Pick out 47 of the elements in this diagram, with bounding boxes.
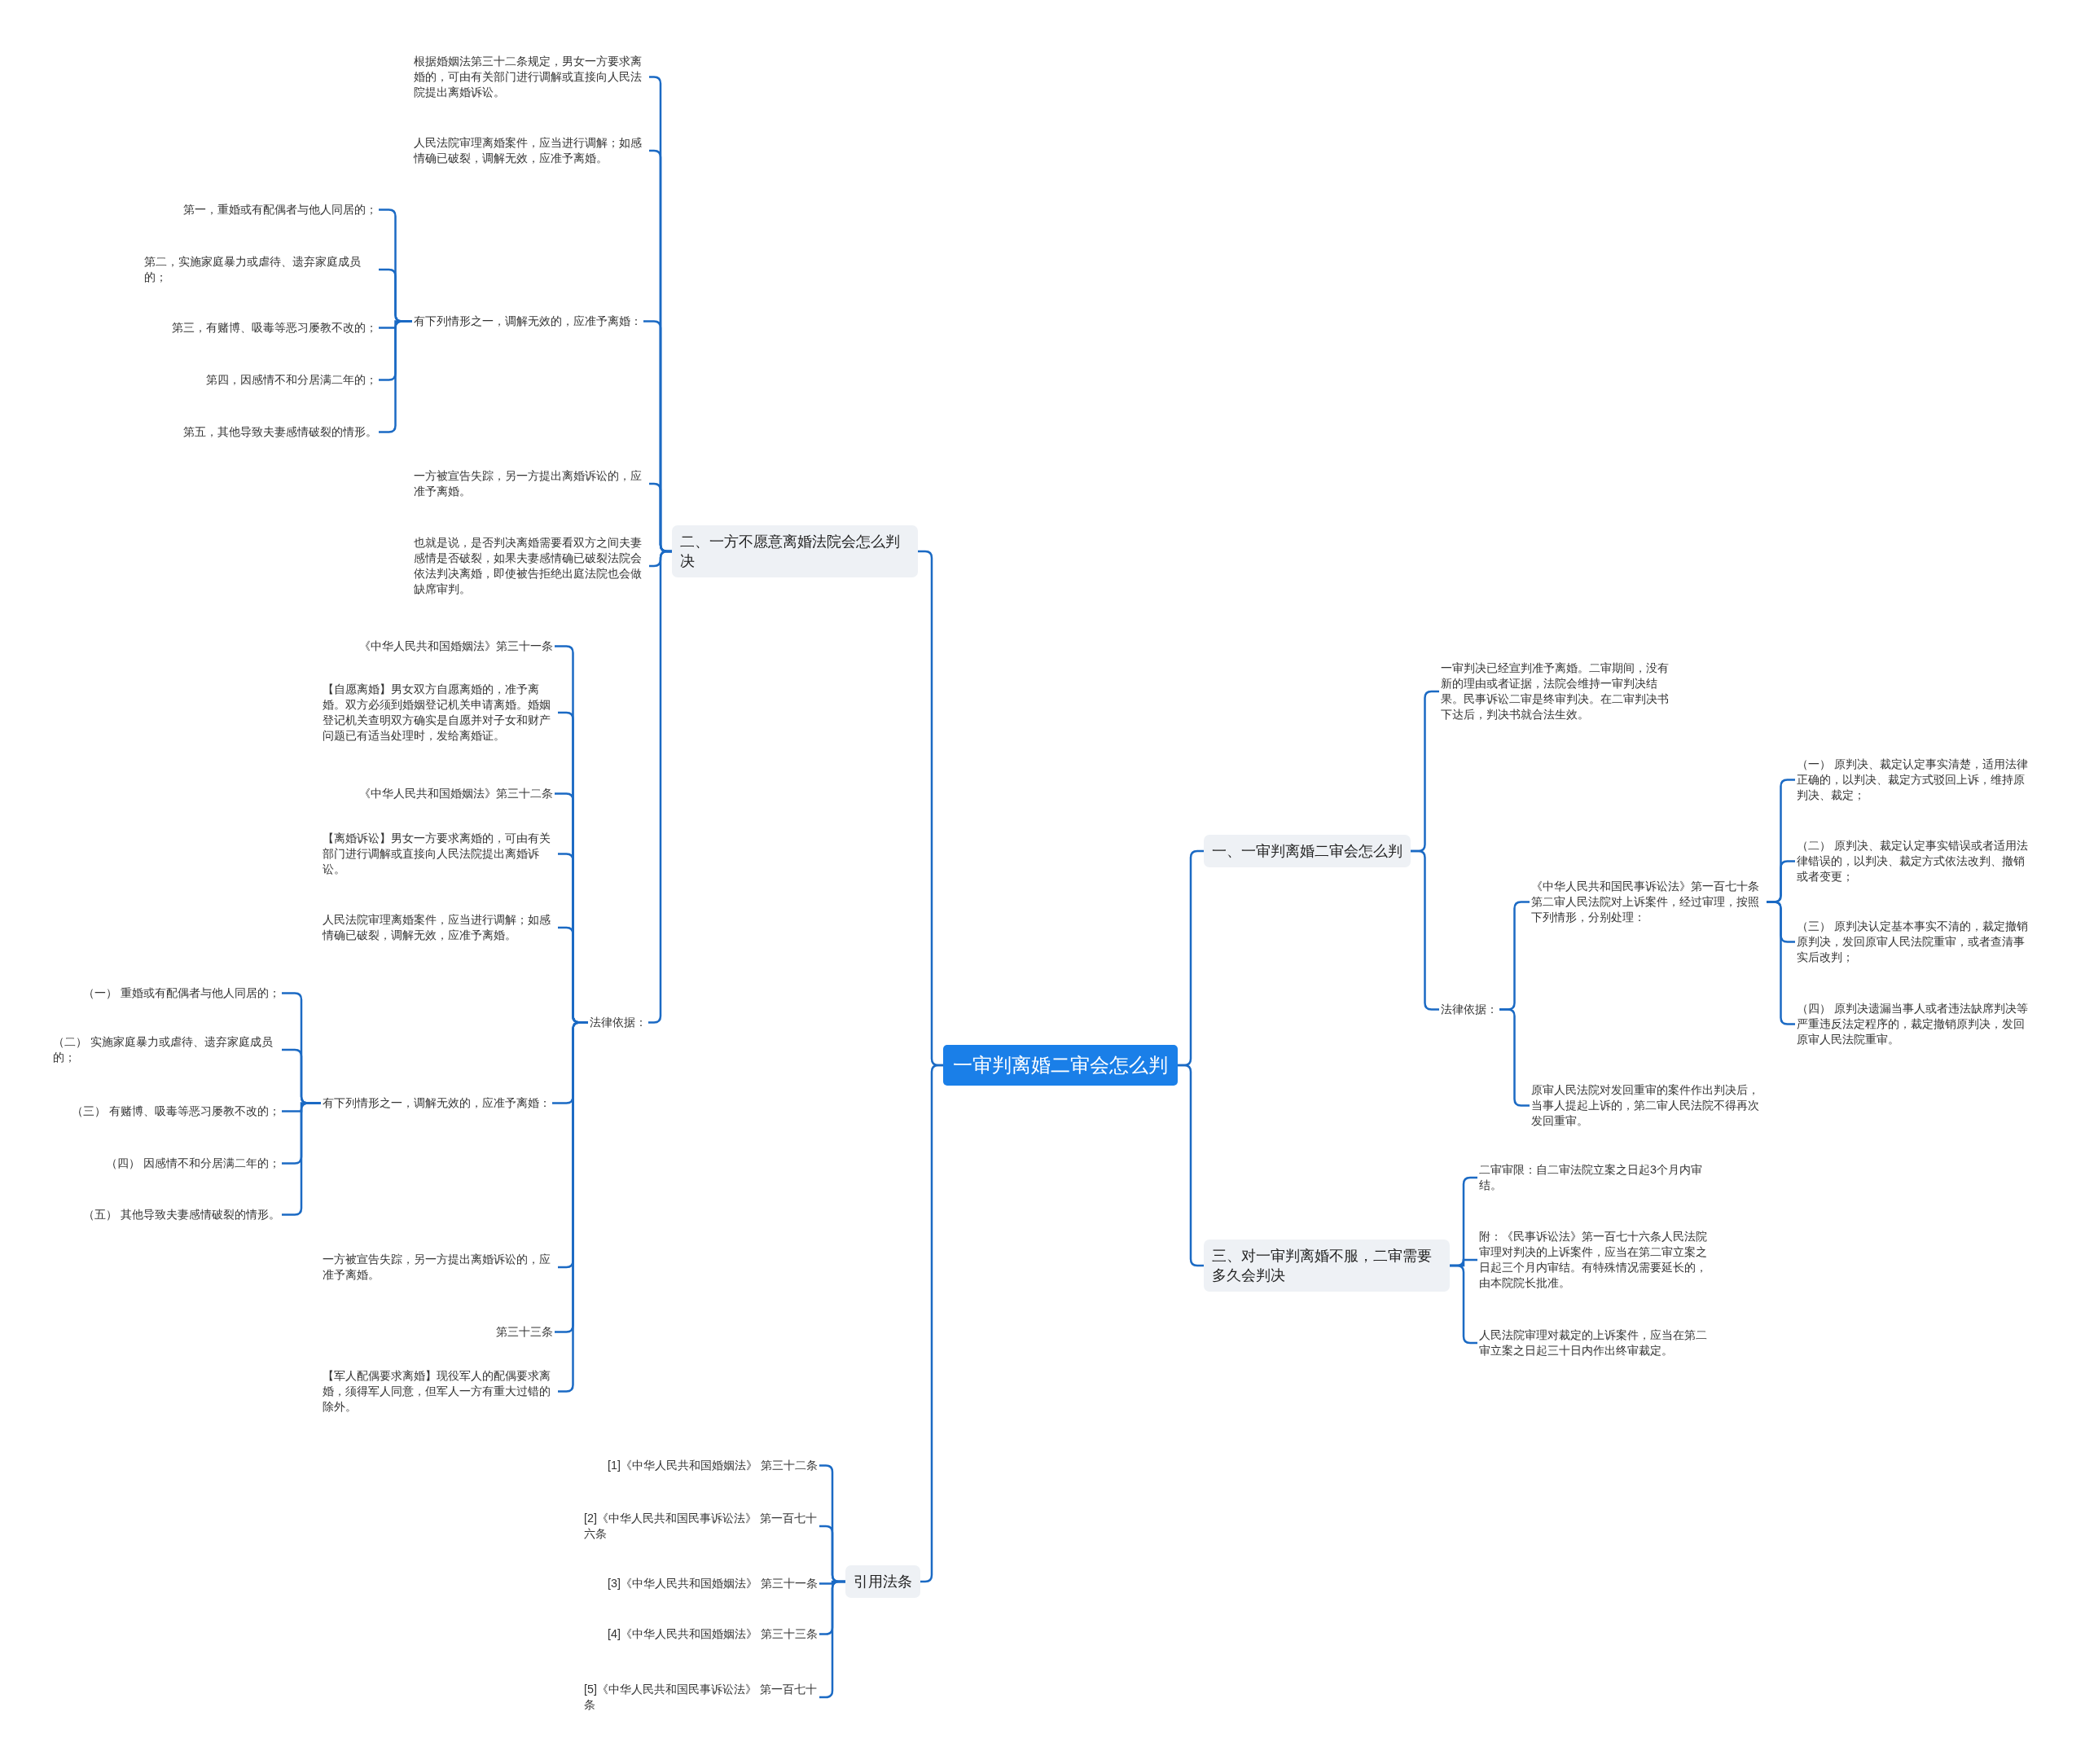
branch-text: 二审审限：自二审法院立案之日起3个月内审结。 — [1477, 1162, 1714, 1193]
branch-text: （四） 因感情不和分居满二年的； — [104, 1156, 282, 1171]
branch-text: （一） 原判决、裁定认定事实清楚，适用法律正确的，以判决、裁定方式驳回上诉，维持原判决、裁定； — [1795, 757, 2032, 803]
branch-text: 【离婚诉讼】男女一方要求离婚的，可由有关部门进行调解或直接向人民法院提出离婚诉讼。 — [321, 831, 558, 877]
branch-text: （二） 实施家庭暴力或虐待、遗弃家庭成员的； — [51, 1034, 282, 1065]
topic-box: 引用法条 — [845, 1565, 920, 1598]
root-topic: 一审判离婚二审会怎么判 — [943, 1045, 1178, 1086]
branch-text: [1]《中华人民共和国婚姻法》 第三十二条 — [606, 1458, 819, 1473]
branch-text: 一方被宣告失踪，另一方提出离婚诉讼的，应准予离婚。 — [412, 468, 649, 499]
branch-text: （三） 原判决认定基本事实不清的，裁定撤销原判决，发回原审人民法院重审，或者查清事实后改判； — [1795, 919, 2032, 965]
branch-text: [3]《中华人民共和国婚姻法》 第三十一条 — [606, 1576, 819, 1591]
branch-text: [4]《中华人民共和国婚姻法》 第三十三条 — [606, 1626, 819, 1642]
topic-box: 二、一方不愿意离婚法院会怎么判决 — [672, 525, 918, 577]
branch-text: （三） 有赌博、吸毒等恶习屡教不改的； — [70, 1104, 282, 1119]
branch-text: 法律依据： — [1439, 1002, 1499, 1017]
branch-text: 也就是说，是否判决离婚需要看双方之间夫妻感情是否破裂，如果夫妻感情确已破裂法院会依法判决离婚，即使被告拒绝出庭法院也会做缺席审判。 — [412, 535, 649, 597]
connector — [1178, 1064, 1204, 1267]
branch-text: 第四，因感情不和分居满二年的； — [204, 372, 379, 388]
branch-text: （五） 其他导致夫妻感情破裂的情形。 — [81, 1207, 282, 1222]
topic-box: 三、对一审判离婚不服，二审需要多久会判决 — [1204, 1240, 1450, 1292]
branch-text: 根据婚姻法第三十二条规定，男女一方要求离婚的，可由有关部门进行调解或直接向人民法院提出离婚诉讼。 — [412, 54, 649, 100]
branch-text: 人民法院审理离婚案件，应当进行调解；如感情确已破裂，调解无效，应准予离婚。 — [412, 135, 649, 166]
branch-text: 人民法院审理对裁定的上诉案件，应当在第二审立案之日起三十日内作出终审裁定。 — [1477, 1327, 1714, 1358]
branch-text: 有下列情形之一，调解无效的，应准予离婚： — [412, 314, 643, 329]
branch-text: （四） 原判决遗漏当事人或者违法缺席判决等严重违反法定程序的，裁定撤销原判决，发回原审人民法院重审。 — [1795, 1001, 2032, 1047]
branch-text: 【自愿离婚】男女双方自愿离婚的，准予离婚。双方必须到婚姻登记机关申请离婚。婚姻登记机关查明双方确实是自愿并对子女和财产问题已有适当处理时，发给离婚证。 — [321, 682, 558, 744]
branch-text: 法律依据： — [588, 1015, 648, 1030]
branch-text: 第三，有赌博、吸毒等恶习屡教不改的； — [170, 320, 379, 336]
branch-text: 人民法院审理离婚案件，应当进行调解；如感情确已破裂，调解无效，应准予离婚。 — [321, 912, 558, 943]
branch-text: 【军人配偶要求离婚】现役军人的配偶要求离婚，须得军人同意，但军人一方有重大过错的除外。 — [321, 1368, 558, 1415]
branch-text: [2]《中华人民共和国民事诉讼法》 第一百七十六条 — [582, 1511, 819, 1542]
branch-text: 一方被宣告失踪，另一方提出离婚诉讼的，应准予离婚。 — [321, 1252, 558, 1283]
branch-text: 《中华人民共和国婚姻法》第三十二条 — [358, 786, 555, 801]
branch-text: 有下列情形之一，调解无效的，应准予离婚： — [321, 1095, 552, 1111]
branch-text: [5]《中华人民共和国民事诉讼法》 第一百七十条 — [582, 1682, 819, 1713]
branch-text: （一） 重婚或有配偶者与他人同居的； — [81, 985, 282, 1001]
branch-text: 一审判决已经宣判准予离婚。二审期间，没有新的理由或者证据，法院会维持一审判决结果。民事诉讼二审是终审判决。在二审判决书下达后，判决书就合法生效。 — [1439, 660, 1676, 722]
branch-text: （二） 原判决、裁定认定事实错误或者适用法律错误的，以判决、裁定方式依法改判、撤销或者变更； — [1795, 838, 2032, 884]
branch-text: 第一，重婚或有配偶者与他人同居的； — [182, 202, 379, 217]
branch-text: 第二，实施家庭暴力或虐待、遗弃家庭成员的； — [143, 254, 379, 285]
branch-text: 《中华人民共和国婚姻法》第三十一条 — [358, 638, 555, 654]
branch-text: 原审人民法院对发回重审的案件作出判决后，当事人提起上诉的，第二审人民法院不得再次发回重审。 — [1530, 1082, 1767, 1129]
branch-text: 《中华人民共和国民事诉讼法》第一百七十条第二审人民法院对上诉案件，经过审理，按照下列情形，分别处理： — [1530, 879, 1767, 925]
branch-text: 附：《民事诉讼法》第一百七十六条人民法院审理对判决的上诉案件，应当在第二审立案之日起三个月内审结。有特殊情况需要延长的，由本院院长批准。 — [1477, 1229, 1714, 1291]
topic-box: 一、一审判离婚二审会怎么判 — [1204, 835, 1411, 867]
branch-text: 第五，其他导致夫妻感情破裂的情形。 — [182, 424, 379, 440]
branch-text: 第三十三条 — [494, 1324, 555, 1340]
